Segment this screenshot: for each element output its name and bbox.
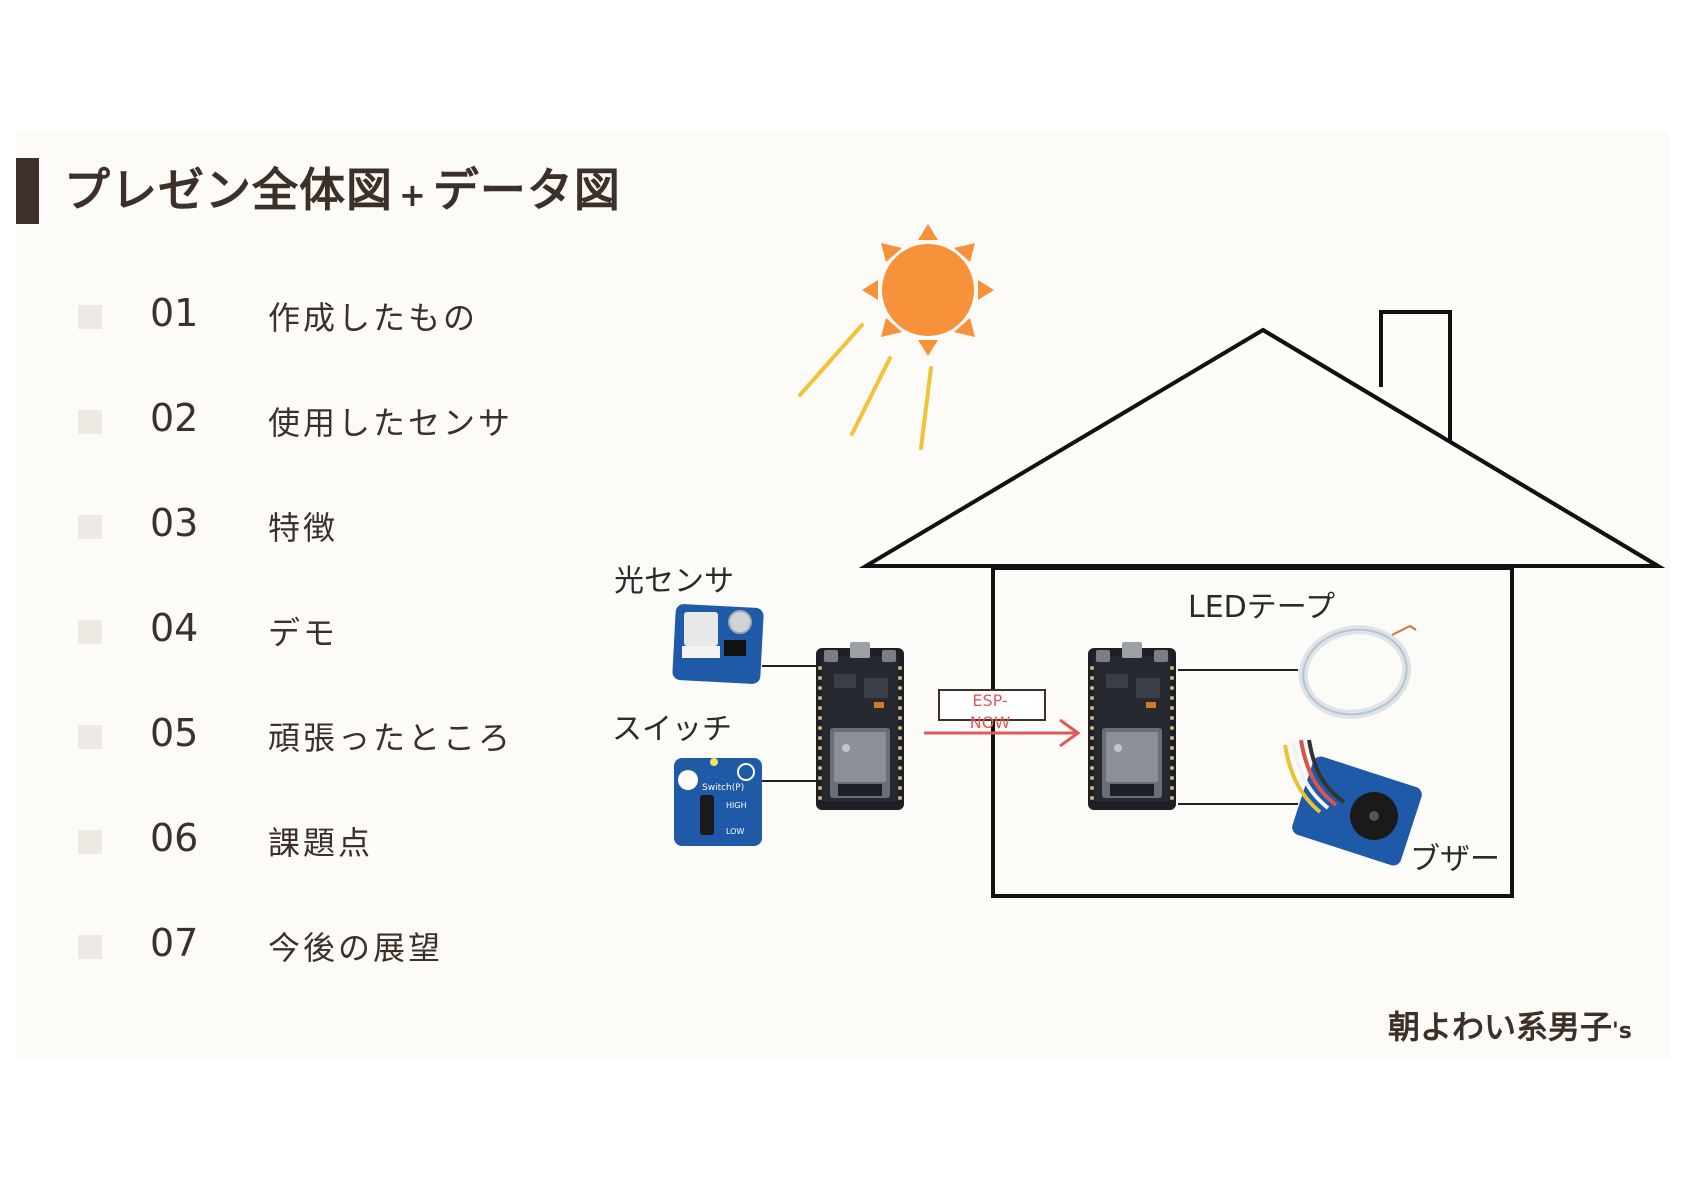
agenda-number: 03 (150, 501, 199, 545)
light-sensor-label: 光センサ (614, 564, 734, 599)
esp-now-arrow (924, 718, 1081, 748)
esp-now-label-box (938, 689, 1046, 721)
agenda-number: 07 (150, 921, 199, 965)
team-name-suffix: 's (1612, 1019, 1632, 1044)
buzzer-label: ブザー (1410, 842, 1500, 877)
agenda-label: 特徴 (268, 509, 339, 547)
agenda-item[interactable]: 05 頑張ったところ (78, 705, 638, 765)
agenda-bullet (78, 305, 102, 329)
agenda-bullet (78, 620, 102, 644)
buzzer-board (1283, 739, 1422, 866)
agenda-bullet (78, 515, 102, 539)
sun-icon (798, 224, 994, 450)
agenda-number: 05 (150, 711, 199, 755)
team-name-main: 朝よわい系男子 (1388, 1008, 1613, 1046)
agenda-item[interactable]: 06 課題点 (78, 810, 638, 870)
page-title: プレゼン全体図+データ図 (64, 154, 621, 220)
roof-line (1261, 328, 1660, 568)
agenda-number: 01 (150, 291, 199, 335)
esp32-receiver-board (1088, 642, 1176, 810)
team-name: 朝よわい系男子's (1388, 1002, 1632, 1048)
esp32-sender-board (816, 642, 904, 810)
agenda-bullet (78, 725, 102, 749)
agenda-label: 使用したセンサ (268, 404, 514, 442)
esp-now-line2: NOW (969, 713, 1011, 732)
agenda-item[interactable]: 04 デモ (78, 600, 638, 660)
agenda-item[interactable]: 02 使用したセンサ (78, 390, 638, 450)
agenda-label: 頑張ったところ (268, 719, 514, 757)
title-accent-bar (16, 158, 39, 224)
switch-board: Switch(P) HIGH LOW (674, 758, 762, 846)
agenda-item[interactable]: 01 作成したもの (78, 285, 638, 345)
esp-now-label: ESP- NOW (950, 690, 1030, 734)
house-outline (858, 310, 1666, 898)
agenda-bullet (78, 830, 102, 854)
title-sub: データ図 (432, 163, 621, 217)
esp-now-line1: ESP- (972, 691, 1008, 710)
agenda-label: デモ (268, 614, 339, 652)
agenda-label: 課題点 (268, 824, 374, 862)
title-main: プレゼン全体図 (64, 163, 393, 217)
led-tape-label: LEDテープ (1188, 590, 1335, 625)
agenda-bullet (78, 935, 102, 959)
title-plus: + (399, 176, 427, 214)
agenda-number: 06 (150, 816, 199, 860)
led-tape-icon (1298, 624, 1417, 719)
switch-label: スイッチ (612, 712, 732, 747)
agenda-item[interactable]: 03 特徴 (78, 495, 638, 555)
agenda-item[interactable]: 07 今後の展望 (78, 915, 638, 975)
switch-board-high: HIGH (726, 801, 747, 810)
light-sensor-board (672, 604, 764, 684)
agenda-label: 今後の展望 (268, 929, 444, 967)
agenda-label: 作成したもの (268, 299, 479, 337)
agenda-number: 02 (150, 396, 199, 440)
switch-board-text: Switch(P) (702, 783, 744, 793)
agenda-number: 04 (150, 606, 199, 650)
switch-board-low: LOW (726, 827, 744, 836)
agenda-bullet (78, 410, 102, 434)
